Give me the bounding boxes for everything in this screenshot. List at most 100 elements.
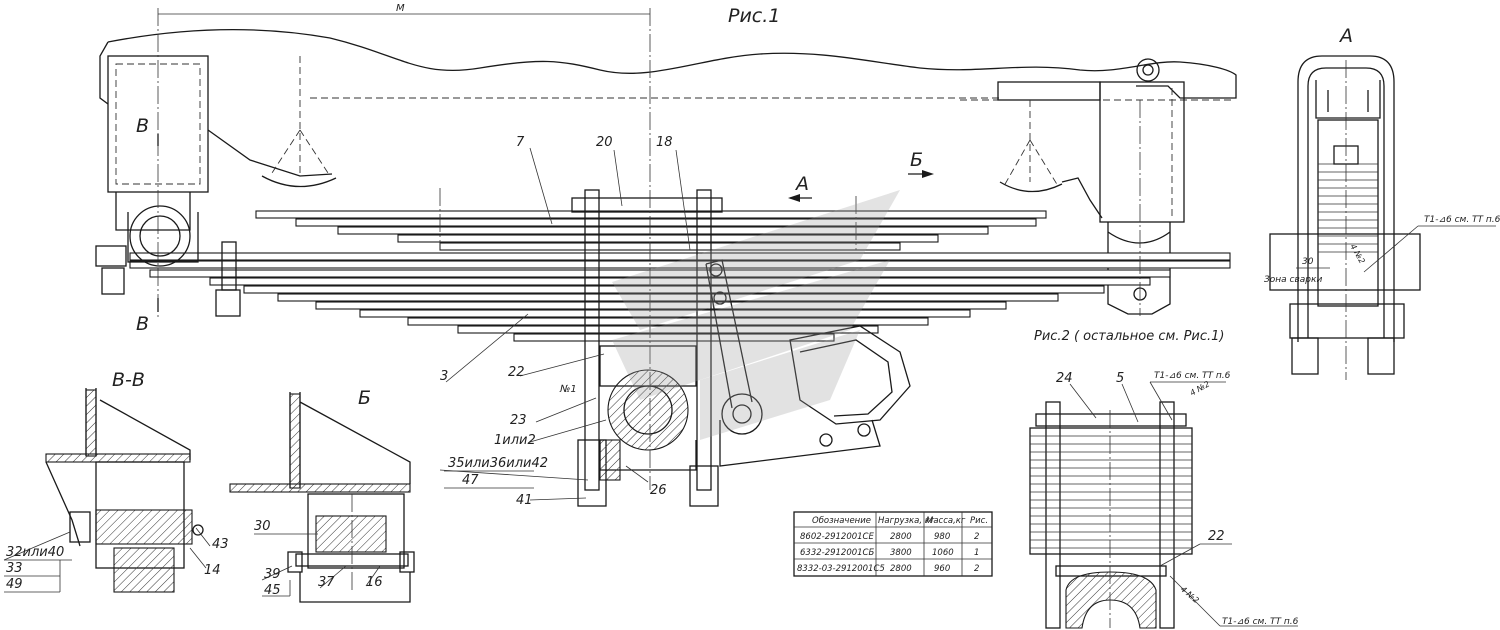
front-bolt-left — [95, 245, 127, 267]
table-row-3-load: 2800 — [890, 564, 912, 574]
fig2-callout-22: 22 — [1208, 529, 1225, 544]
leaf-14 — [513, 333, 835, 342]
fig2-weld-top-note: Т1-⊿6 см. ТТ п.6 — [1154, 371, 1231, 381]
b-bracket — [289, 392, 411, 488]
fig2-callout-5: 5 — [1116, 371, 1124, 386]
b-leader-39 — [261, 565, 293, 581]
brake-lever-bracket — [719, 419, 881, 467]
front-bracket-gusset — [207, 129, 333, 177]
callout-n1: №1 — [559, 384, 577, 395]
spec-table — [793, 511, 993, 577]
b-callout-16: 16 — [366, 575, 383, 590]
section-mark-top-label: В — [136, 115, 149, 137]
brake-lever-pivot — [721, 393, 763, 435]
table-row-2-designation: 6332-2912001СБ — [800, 548, 874, 558]
front-eye-inner — [139, 215, 181, 257]
view-a-rail — [1269, 233, 1421, 291]
view-a-clamp — [1315, 80, 1381, 119]
left-buffer-bracket — [269, 56, 331, 177]
leaf-1 — [255, 210, 1047, 219]
callout-26: 26 — [650, 483, 667, 498]
table-row-2-fig: 1 — [974, 548, 979, 558]
vv-callout-32: 32или40 — [6, 545, 64, 560]
vv-title: В-В — [112, 369, 145, 391]
fig2-top-plate — [1035, 413, 1187, 427]
vv-bracket — [85, 388, 191, 460]
front-eye-clamp — [127, 212, 199, 263]
callout-23: 23 — [510, 413, 527, 428]
section-vv — [3, 388, 211, 593]
b-nut-left — [287, 551, 303, 573]
rear-bracket-dash — [1003, 88, 1173, 218]
callout-20: 20 — [596, 135, 613, 150]
front-nut-right — [215, 289, 241, 317]
table-row-3-fig: 2 — [974, 564, 979, 574]
vv-leader-32 — [3, 531, 71, 561]
leaf-12 — [407, 317, 929, 326]
b-callout-30: 30 — [254, 519, 271, 534]
rear-bracket — [1099, 81, 1185, 223]
vv-callout-33: 33 — [6, 561, 23, 576]
leaf-10 — [315, 301, 1007, 310]
b-housing — [307, 493, 405, 569]
leaf-13 — [457, 325, 879, 334]
leaf-9 — [277, 293, 1059, 302]
b-leader-16 — [365, 565, 381, 587]
fig2 — [1029, 381, 1298, 629]
chamber-bolt — [857, 423, 871, 437]
leaf-2 — [295, 218, 1037, 227]
fig2-leader-5 — [1121, 383, 1139, 423]
view-a-nut-right — [1367, 337, 1395, 375]
view-a-frame — [1297, 55, 1395, 342]
b-leader-37 — [319, 565, 347, 589]
front-nut-left — [101, 267, 125, 295]
arrow-a-head — [788, 194, 800, 202]
table-row-1-load: 2800 — [890, 532, 912, 542]
vv-side-left — [45, 461, 81, 547]
table-header-mass: Масса,кг — [926, 516, 966, 526]
right-buffer — [999, 181, 1063, 193]
vv-pin — [95, 509, 193, 545]
vv-leader-43 — [195, 527, 211, 547]
left-buffer — [261, 175, 337, 188]
frame-rail-outline — [107, 28, 1237, 99]
watermark-logo — [612, 190, 900, 440]
b-callout-39: 39 — [264, 567, 281, 582]
fig2-callout-24: 24 — [1056, 371, 1073, 386]
view-a-title: А — [1338, 25, 1353, 47]
table-row-2-load: 3800 — [890, 548, 912, 558]
view-a-nut-left — [1291, 337, 1319, 375]
chamber-bolt-b — [819, 433, 833, 447]
vv-nut — [69, 511, 91, 543]
callout-47: 47 — [462, 473, 479, 488]
view-a-weld-note: Т1-⊿6 см. ТТ п.6 — [1424, 215, 1500, 225]
b-bottom-outline — [299, 572, 411, 603]
fig2-axle-section — [1065, 571, 1157, 629]
table-row-2-mass: 1060 — [932, 548, 954, 558]
table-header-load: Нагрузка, кг — [878, 516, 935, 526]
spring-leaves — [129, 210, 1231, 342]
vv-callout-43: 43 — [212, 537, 229, 552]
callout-22: 22 — [508, 365, 525, 380]
front-bracket-inner — [115, 63, 201, 185]
b-title: Б — [358, 387, 371, 409]
b-nut-right — [399, 551, 415, 573]
leader-lines — [439, 147, 691, 501]
lever-bolt-a — [709, 263, 723, 277]
vv-flange — [45, 453, 191, 463]
nut-right — [689, 465, 719, 507]
section-mark-bottom-label: В — [136, 313, 149, 335]
view-b-arrow-label: Б — [910, 149, 923, 171]
brake-chamber — [789, 325, 911, 425]
rear-bracket-plate — [997, 81, 1101, 101]
view-a-dim30-label: 30 — [1302, 257, 1314, 267]
main-leaf-b — [129, 260, 1231, 269]
dimension-m-label: М — [396, 3, 405, 14]
fig1-title: Рис.1 — [728, 5, 780, 27]
frame-rail-left-end — [99, 41, 109, 105]
leaf-7 — [209, 277, 1151, 286]
brake-lever — [705, 259, 753, 409]
table-row-1-designation: 8602-2912001СЕ — [800, 532, 874, 542]
u-bolt-right — [696, 189, 712, 491]
